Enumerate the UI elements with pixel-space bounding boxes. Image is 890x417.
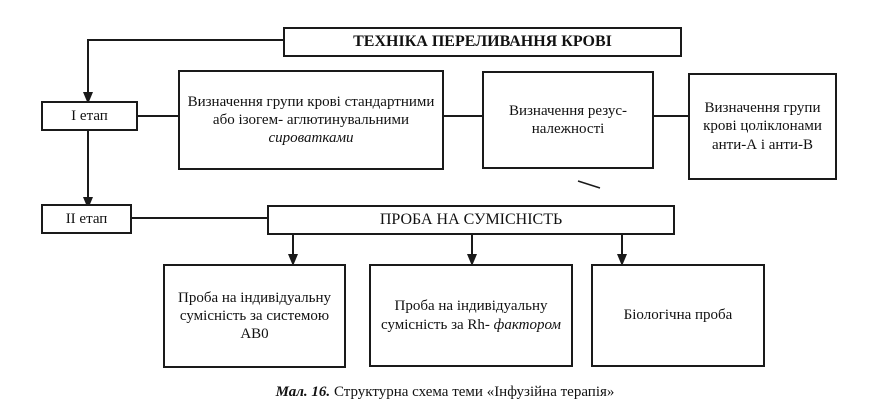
- ab0-line-1: Проба: [178, 289, 219, 306]
- arrowhead-test1: [288, 254, 298, 266]
- stage1-box-serum: Визначення групи крові стандартними або …: [178, 70, 444, 170]
- rhesus-line-1: Визначення резус-: [508, 102, 628, 119]
- stage1-label: І етап: [71, 107, 108, 124]
- coliclones-line-1: Визначення: [704, 100, 780, 117]
- test-box-ab0: Проба на індивідуальну сумісність за сис…: [163, 264, 346, 368]
- diagram-title: ТЕХНІКА ПЕРЕЛИВАННЯ КРОВІ: [353, 33, 612, 51]
- coliclones-text: Визначення групи крові цоліклонами анти-…: [690, 99, 835, 154]
- test-box-rh: Проба на індивідуальну сумісність за Rh-…: [369, 264, 573, 367]
- caption-label: Мал. 16.: [275, 384, 331, 400]
- compatibility-label: ПРОБА НА СУМІСНІСТЬ: [379, 211, 563, 229]
- rh-text: Проба на індивідуальну сумісність за Rh-…: [371, 297, 571, 334]
- serum-line-3: аглютинувальними: [286, 111, 410, 128]
- test-box-biological: Біологічна проба: [591, 264, 765, 367]
- rh-line-1: Проба на: [394, 298, 454, 315]
- stage1-box: І етап: [41, 101, 138, 131]
- stage2-label: ІІ етап: [65, 210, 108, 227]
- serum-line-2: стандартними або ізогем-: [212, 93, 435, 128]
- ab0-text: Проба на індивідуальну сумісність за сис…: [165, 289, 344, 344]
- stage1-box-coliclones: Визначення групи крові цоліклонами анти-…: [688, 73, 837, 180]
- coliclones-line-3: цоліклонами: [740, 118, 822, 135]
- ab0-line-4: за системою АВ0: [240, 307, 330, 343]
- serum-line-4: сироватками: [268, 130, 354, 147]
- coliclones-line-2: групи крові: [703, 100, 821, 135]
- arrowhead-test2: [467, 254, 477, 266]
- arrowhead-stage2: [83, 197, 93, 209]
- arrowhead-stage1: [83, 92, 93, 104]
- stray-mark: [577, 180, 601, 189]
- biological-text: Біологічна проба: [624, 306, 733, 324]
- ab0-line-2: на індивідуальну: [221, 289, 331, 306]
- coliclones-line-4: анти-А і анти-В: [711, 136, 814, 153]
- rhesus-line-2: належності: [531, 121, 605, 137]
- stage1-box-rhesus: Визначення резус- належності: [482, 71, 654, 169]
- rh-line-3: сумісність за Rh-: [381, 316, 490, 333]
- biological-line-1: Біологічна проба: [623, 307, 733, 324]
- rh-line-2: індивідуальну: [456, 298, 548, 315]
- caption-text: Структурна схема теми «Інфузійна терапія…: [330, 384, 615, 400]
- figure-caption: Мал. 16. Структурна схема теми «Інфузійн…: [0, 384, 890, 401]
- rh-line-4: фактором: [493, 316, 561, 333]
- connector-title-to-stage1: [87, 39, 283, 92]
- stage2-box: ІІ етап: [41, 204, 132, 234]
- ab0-line-3: сумісність: [179, 307, 247, 324]
- serum-line-1: Визначення групи крові: [187, 93, 341, 110]
- title-box: ТЕХНІКА ПЕРЕЛИВАННЯ КРОВІ: [283, 27, 682, 57]
- rhesus-text: Визначення резус- належності: [484, 102, 652, 139]
- compatibility-box: ПРОБА НА СУМІСНІСТЬ: [267, 205, 675, 235]
- serum-text: Визначення групи крові стандартними або …: [180, 93, 442, 148]
- arrowhead-test3: [617, 254, 627, 266]
